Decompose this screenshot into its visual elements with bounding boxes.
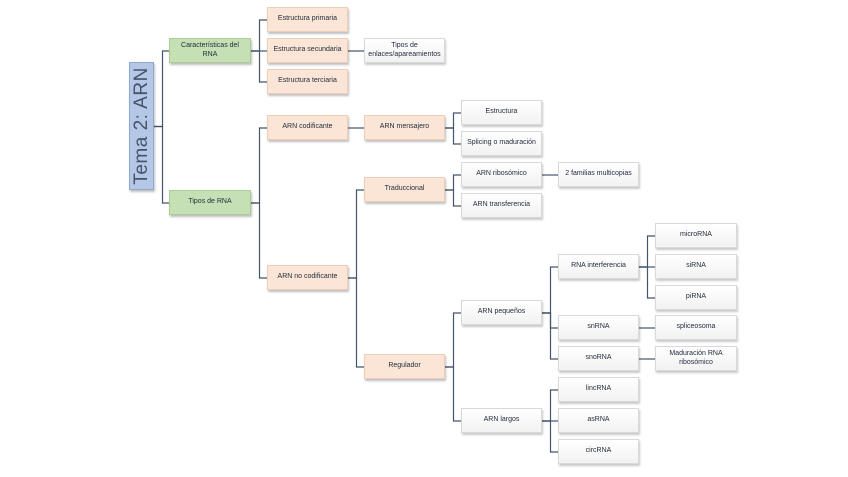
node-label: Traduccional [384, 185, 425, 193]
node-arn-transferencia[interactable]: ARN transferencia [461, 193, 542, 218]
node-snrna[interactable]: snRNA [558, 315, 639, 340]
node-label: ARN pequeños [477, 308, 526, 316]
node-label: Estructura terciaria [278, 77, 337, 85]
node-microrna[interactable]: microRNA [655, 223, 737, 248]
connector-rna_interferencia-to-microrna [639, 235, 655, 268]
node-rna-interferencia[interactable]: RNA interferencia [558, 254, 639, 279]
node-label: 2 familias multicopias [565, 170, 632, 178]
node-label: snRNA [587, 323, 610, 331]
node-tipos-de-rna[interactable]: Tipos de RNA [169, 190, 251, 215]
node-estructura-secundaria[interactable]: Estructura secundaria [267, 38, 348, 63]
connector-arn_no_codificante-to-regulador [348, 277, 364, 368]
node-label: lincRNA [585, 385, 612, 393]
node-regulador[interactable]: Regulador [364, 354, 445, 379]
node-label: Estructura primaria [277, 15, 338, 23]
connector-traduccional-to-arn_ribosomico [445, 174, 461, 191]
node-label: ARN codificante [282, 123, 333, 131]
node-label: circRNA [585, 447, 612, 455]
connector-arn_pequenos-to-snorna [542, 312, 558, 360]
connector-caracteristicas-to-est_primaria [251, 19, 267, 52]
node-splicing-o-maduracion[interactable]: Splicing o maduración [461, 131, 542, 156]
connector-arn_pequenos-to-rna_interferencia [542, 266, 558, 314]
connector-arn_largos-to-circrna [542, 420, 558, 453]
connector-traduccional-to-arn_transferencia [445, 189, 461, 207]
node-label: ARN largos [483, 416, 520, 424]
node-label: Splicing o maduración [467, 139, 536, 147]
node-mensajero-estructura[interactable]: Estructura [461, 100, 542, 125]
node-2-familias-multicopias[interactable]: 2 familias multicopias [558, 162, 639, 187]
connector-root-to-tipos_rna [154, 125, 169, 204]
connector-regulador-to-arn_pequenos [445, 312, 461, 368]
node-spliceosoma[interactable]: spliceosoma [655, 315, 737, 340]
node-tipos-de-enlaces[interactable]: Tipos de enlaces/apareamientos [364, 38, 445, 63]
node-label: Características del RNA [181, 42, 239, 58]
node-sirna[interactable]: siRNA [655, 254, 737, 279]
node-arn-pequenos[interactable]: ARN pequeños [461, 300, 542, 325]
node-caracteristicas-del-rna[interactable]: Características del RNA [169, 38, 251, 63]
node-label: RNA interferencia [571, 262, 626, 270]
connector-rna_interferencia-to-pirna [639, 266, 655, 299]
node-label: ARN ribosómico [476, 170, 527, 178]
node-label: Tipos de enlaces/apareamientos [368, 42, 441, 58]
node-circrna[interactable]: circRNA [558, 439, 639, 464]
connector-regulador-to-arn_largos [445, 366, 461, 422]
node-label: ARN no codificante [277, 273, 338, 281]
node-label: piRNA [685, 293, 707, 301]
node-label: spliceosoma [676, 323, 716, 331]
connector-tipos_rna-to-arn_codificante [251, 127, 267, 204]
node-arn-ribosomico[interactable]: ARN ribosómico [461, 162, 542, 187]
connector-arn_mensajero-to-mensajero_estructura [445, 112, 461, 129]
node-label: asRNA [587, 416, 610, 424]
node-label: Regulador [388, 362, 421, 370]
connector-caracteristicas-to-est_terciaria [251, 50, 267, 83]
node-arn-no-codificante[interactable]: ARN no codificante [267, 265, 348, 290]
connector-arn_no_codificante-to-traduccional [348, 189, 364, 279]
node-traduccional[interactable]: Traduccional [364, 177, 445, 202]
node-label: ARN transferencia [472, 201, 531, 209]
root-node-tema-2-arn[interactable]: Tema 2: ARN [129, 62, 154, 190]
node-label: Tipos de RNA [188, 198, 232, 206]
node-snorna[interactable]: snoRNA [558, 346, 639, 371]
node-arn-mensajero[interactable]: ARN mensajero [364, 115, 445, 140]
node-label: siRNA [686, 262, 706, 270]
node-label: Estructura secundaria [273, 46, 342, 54]
node-label: Estructura [485, 108, 518, 116]
connector-root-to-caracteristicas [154, 50, 169, 128]
connector-tipos_rna-to-arn_no_codificante [251, 202, 267, 279]
node-estructura-primaria[interactable]: Estructura primaria [267, 7, 348, 32]
node-lincrna[interactable]: lincRNA [558, 377, 639, 402]
node-pirna[interactable]: piRNA [655, 285, 737, 310]
node-label: ARN mensajero [379, 123, 430, 131]
node-arn-codificante[interactable]: ARN codificante [267, 115, 348, 140]
node-label: snoRNA [585, 354, 612, 362]
node-asrna[interactable]: asRNA [558, 408, 639, 433]
node-label: Maduración RNA ribosómico [669, 350, 723, 366]
root-title: Tema 2: ARN [130, 67, 152, 185]
node-estructura-terciaria[interactable]: Estructura terciaria [267, 69, 348, 94]
node-maduracion-rna-ribosomico[interactable]: Maduración RNA ribosómico [655, 346, 737, 371]
node-label: microRNA [680, 231, 712, 239]
connector-arn_largos-to-lincrna [542, 389, 558, 422]
node-arn-largos[interactable]: ARN largos [461, 408, 542, 433]
connector-arn_mensajero-to-splicing [445, 127, 461, 145]
